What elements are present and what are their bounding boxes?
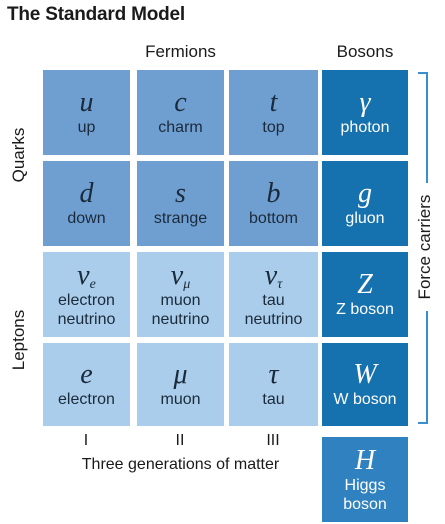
particle-symbol: c [174, 87, 187, 118]
generations-caption: Three generations of matter [81, 456, 280, 473]
particle-name: photon [340, 119, 390, 136]
particle-down: d down [43, 161, 130, 246]
particle-tau-neutrino: ντ tau neutrino [229, 252, 318, 337]
generation-label: I [83, 432, 89, 449]
particle-photon: γ photon [322, 70, 408, 155]
particle-name: electron [58, 391, 115, 408]
particle-electron-neutrino: νe electron neutrino [43, 252, 130, 337]
particle-name: muon [160, 391, 201, 408]
particle-name: Z boson [336, 301, 394, 318]
particle-symbol: νμ [170, 259, 191, 292]
particle-charm: c charm [137, 70, 224, 155]
particle-symbol: νe [77, 259, 96, 292]
particle-symbol: b [266, 178, 281, 209]
particle-name: neutrino [57, 310, 116, 328]
particle-symbol: H [354, 444, 376, 476]
particle-symbol: u [79, 87, 94, 118]
generation-label: III [266, 432, 280, 449]
fermions-header: Fermions [145, 42, 216, 61]
particle-name: Higgs [344, 476, 386, 494]
particle-symbol: τ [268, 359, 279, 390]
particle-z-boson: Z Z boson [322, 252, 408, 337]
particle-higgs-boson: H Higgs boson [322, 437, 408, 522]
particle-symbol: γ [359, 87, 371, 118]
particle-bottom: b bottom [229, 161, 318, 246]
particle-name: top [262, 119, 285, 136]
particle-top: t top [229, 70, 318, 155]
particle-name: bottom [249, 210, 298, 227]
particle-symbol: e [80, 359, 93, 390]
particle-muon: μ muon [137, 343, 224, 426]
bosons-header: Bosons [336, 42, 394, 61]
force-carriers-label: Force carriers [415, 183, 437, 311]
particle-name: electron [58, 291, 115, 309]
particle-name: tau [262, 291, 285, 309]
particle-name: down [67, 210, 106, 227]
particle-gluon: g gluon [322, 161, 408, 246]
particle-name: tau [262, 391, 285, 408]
particle-symbol: W [353, 359, 377, 390]
particle-symbol: Z [357, 269, 373, 300]
particle-name: charm [158, 119, 203, 136]
particle-name: muon [160, 291, 201, 309]
particle-name: W boson [333, 391, 397, 408]
particle-symbol: t [269, 87, 278, 118]
particle-name: boson [343, 495, 387, 513]
particle-electron: e electron [43, 343, 130, 426]
leptons-label: Leptons [9, 309, 28, 371]
particle-name: strange [153, 210, 208, 227]
quarks-label: Quarks [9, 127, 28, 183]
particle-muon-neutrino: νμ muon neutrino [137, 252, 224, 337]
particle-tau: τ tau [229, 343, 318, 426]
particle-symbol: s [175, 178, 186, 209]
particle-up: u up [43, 70, 130, 155]
particle-symbol: μ [173, 359, 188, 390]
particle-name: neutrino [244, 310, 303, 328]
particle-symbol: g [358, 178, 372, 209]
page-title: The Standard Model [7, 4, 185, 25]
particle-symbol: d [79, 178, 94, 209]
particle-name: gluon [345, 210, 385, 227]
particle-w-boson: W W boson [322, 343, 408, 426]
generation-label: II [175, 432, 185, 449]
particle-symbol: ντ [264, 259, 283, 292]
particle-strange: s strange [137, 161, 224, 246]
particle-name: neutrino [151, 310, 210, 328]
particle-name: up [77, 119, 96, 136]
